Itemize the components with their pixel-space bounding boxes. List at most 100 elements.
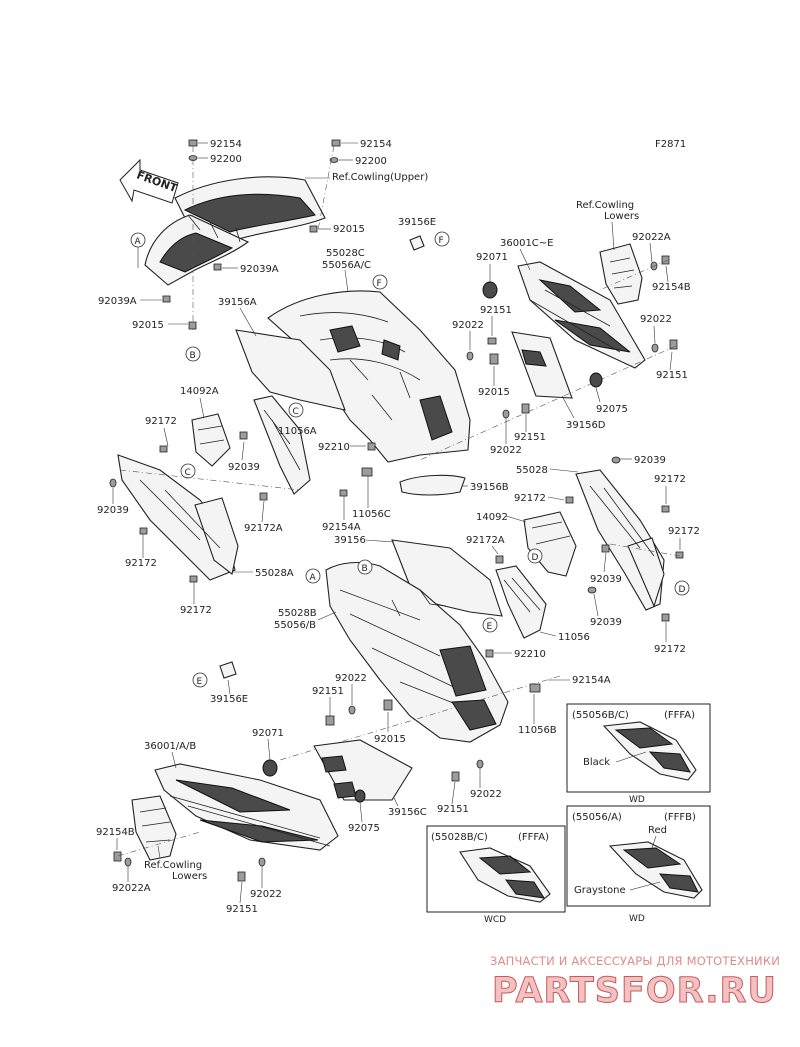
- ref-cowling-lowers-top-1: Ref.Cowling: [576, 200, 634, 211]
- inset3-color-bottom: Graystone: [574, 885, 626, 896]
- fastener-group-top: [162, 139, 341, 330]
- inset2-color-code: (FFFA): [518, 832, 549, 843]
- label-92172-d: 92172: [654, 474, 686, 485]
- label-55028c: 55028C: [326, 248, 365, 259]
- label-92151-a: 92151: [480, 305, 512, 316]
- label-55028: 55028: [516, 465, 548, 476]
- label-92022-d: 92022: [335, 673, 367, 684]
- label-92172a-r: 92172A: [466, 535, 505, 546]
- label-92200-l: 92200: [210, 154, 242, 165]
- inset-55056bc-black: [566, 703, 711, 793]
- inset1-color: Black: [583, 757, 610, 768]
- side-panel-55028: [575, 469, 665, 611]
- label-11056c: 11056C: [352, 509, 391, 520]
- label-55028a: 55028A: [255, 568, 294, 579]
- label-92039-r: 92039: [634, 455, 666, 466]
- lower-cowl-left-bottom: [154, 763, 339, 851]
- callout-f-mid: F: [377, 279, 382, 289]
- ref-cowling-lowers-top-2: Lowers: [604, 211, 639, 222]
- callout-f-top: F: [439, 236, 444, 246]
- label-92015-top: 92015: [333, 224, 365, 235]
- label-92075-top: 92075: [596, 404, 628, 415]
- callout-a-top: A: [135, 237, 142, 247]
- label-92039-r2: 92039: [590, 574, 622, 585]
- label-55056b: 55056/B: [274, 620, 316, 631]
- label-55028b: 55028B: [278, 608, 317, 619]
- callout-b-top: B: [190, 351, 196, 361]
- label-39156e-l: 39156E: [210, 694, 248, 705]
- label-92210-mid: 92210: [514, 649, 546, 660]
- label-92075-bot: 92075: [348, 823, 380, 834]
- inset3-color-top: Red: [648, 825, 667, 836]
- bracket-ref-cowling-lowers-top: [599, 243, 643, 305]
- label-92022-e: 92022: [470, 789, 502, 800]
- watermark: ЗАПЧАСТИ И АКСЕССУАРЫ ДЛЯ МОТОТЕХНИКИ PA…: [490, 954, 780, 1012]
- label-92172-b: 92172: [125, 558, 157, 569]
- lower-cowl-right-upper: [517, 261, 646, 369]
- figure-code: F2871: [655, 139, 686, 150]
- label-39156: 39156: [334, 535, 366, 546]
- label-92022a-top: 92022A: [632, 232, 671, 243]
- label-39156c: 39156C: [388, 807, 427, 818]
- inset1-code: (55056B/C): [572, 710, 629, 721]
- upper-inner-cowl: [144, 176, 326, 286]
- label-92039a-r: 92039A: [240, 264, 279, 275]
- side-cowling-upper-main: [267, 290, 471, 463]
- pad-39156b: [399, 474, 466, 496]
- label-92039-l: 92039: [228, 462, 260, 473]
- ref-cowling-lowers-bot-2: Lowers: [172, 871, 207, 882]
- label-14092: 14092: [476, 512, 508, 523]
- label-39156b: 39156B: [470, 482, 509, 493]
- side-cowling-lower-main: [325, 561, 509, 743]
- label-92022-b: 92022: [640, 314, 672, 325]
- label-92154b-bot: 92154B: [96, 827, 135, 838]
- label-92015-bot: 92015: [374, 734, 406, 745]
- label-92210-top: 92210: [318, 442, 350, 453]
- label-92022-c: 92022: [490, 445, 522, 456]
- bracket-14092: [523, 511, 577, 577]
- inset1-color-code: (FFFA): [664, 710, 695, 721]
- callout-b-mid: B: [362, 564, 368, 574]
- inset3-region: WD: [629, 914, 645, 924]
- callout-d-right: D: [679, 585, 686, 595]
- label-55056ac: 55056A/C: [322, 260, 371, 271]
- inset-55056a-red-graystone: [566, 805, 711, 907]
- label-92151-b: 92151: [656, 370, 688, 381]
- callout-e-mid: E: [487, 622, 493, 632]
- label-39156a: 39156A: [218, 297, 257, 308]
- label-92172a-l: 92172A: [244, 523, 283, 534]
- label-14092a: 14092A: [180, 386, 219, 397]
- inset2-code: (55028B/C): [431, 832, 488, 843]
- callout-e-left: E: [197, 677, 203, 687]
- bracket-ref-cowling-lowers-bottom: [131, 795, 177, 861]
- cover-11056: [495, 565, 547, 639]
- label-92154b-top: 92154B: [652, 282, 691, 293]
- watermark-line2: PARTSFOR.RU: [492, 971, 777, 1011]
- inset1-region: WD: [629, 795, 645, 805]
- label-36001c-e: 36001C~E: [500, 238, 554, 249]
- label-92071-top: 92071: [476, 252, 508, 263]
- label-39156d: 39156D: [566, 420, 606, 431]
- callout-a-mid: A: [310, 573, 317, 583]
- label-92022-f: 92022: [250, 889, 282, 900]
- label-92151-f: 92151: [226, 904, 258, 915]
- label-92039-far: 92039: [97, 505, 129, 516]
- label-92154a-mid: 92154A: [322, 522, 361, 533]
- label-tag-39156e-left: [219, 661, 237, 679]
- label-36001ab: 36001/A/B: [144, 741, 196, 752]
- inner-panel-39156c: [313, 739, 413, 801]
- label-11056a: 11056A: [278, 426, 317, 437]
- watermark-line1: ЗАПЧАСТИ И АКСЕССУАРЫ ДЛЯ МОТОТЕХНИКИ: [490, 954, 780, 968]
- label-92039-r3: 92039: [590, 617, 622, 628]
- label-39156e-top: 39156E: [398, 217, 436, 228]
- label-11056b: 11056B: [518, 725, 557, 736]
- label-92022a-bot: 92022A: [112, 883, 151, 894]
- inset2-region: WCD: [484, 915, 506, 925]
- label-92172-f: 92172: [668, 526, 700, 537]
- inner-panel-39156d: [511, 331, 573, 399]
- callout-d-left: D: [532, 553, 539, 563]
- side-panel-55028a: [117, 454, 239, 581]
- cover-11056a: [253, 395, 311, 495]
- label-92071-bot: 92071: [252, 728, 284, 739]
